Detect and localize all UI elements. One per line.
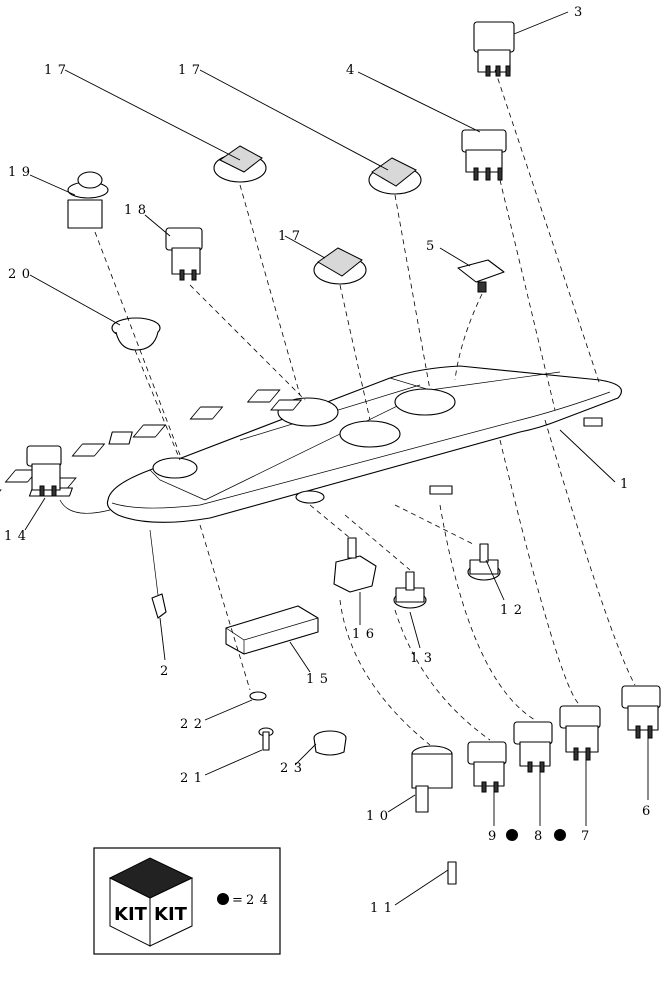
callout-5: 5 (426, 239, 434, 254)
callout-6: 6 (642, 804, 650, 819)
clip-2 (151, 593, 167, 619)
callout-21: 21 (180, 771, 202, 786)
callout-19: 19 (8, 165, 30, 180)
rocker-switch-8 (513, 721, 553, 773)
screw-21 (258, 727, 274, 751)
callout-15: 15 (306, 672, 328, 687)
callout-12: 12 (500, 603, 522, 618)
kit-dot-9 (506, 829, 518, 841)
callout-3: 3 (574, 5, 582, 20)
callout-1: 1 (620, 477, 628, 492)
callout-9: 9 (488, 829, 496, 844)
callout-4: 4 (346, 63, 354, 78)
kit-legend-equals: = (232, 893, 243, 908)
kit-dot-markers (506, 829, 566, 841)
kit-legend: KIT KIT = 24 (93, 847, 281, 955)
callout-16: 16 (352, 627, 374, 642)
leader-lines (24, 11, 649, 906)
kit-legend-dot (217, 893, 229, 905)
callout-22: 22 (180, 717, 202, 732)
rocker-switch-7 (559, 705, 601, 761)
kit-cube-icon: KIT KIT (108, 857, 194, 947)
callout-11: 11 (370, 901, 392, 916)
rocker-switch-3 (473, 21, 515, 77)
callout-17-left: 17 (44, 63, 66, 78)
grommet-23 (313, 730, 347, 756)
blanking-plug-20 (111, 317, 161, 351)
kit-label-left: KIT (114, 904, 148, 925)
rocker-switch-6 (621, 685, 661, 739)
rocker-switch-18 (165, 227, 203, 281)
potentiometer-13 (393, 571, 427, 609)
blanking-plate-5 (457, 259, 505, 293)
potentiometer-16 (333, 537, 377, 593)
knob-17-center (313, 247, 367, 285)
pin-11 (447, 861, 457, 885)
callout-18: 18 (124, 203, 146, 218)
kit-label-right: KIT (154, 904, 188, 925)
callout-14: 14 (4, 529, 26, 544)
callout-7: 7 (581, 829, 589, 844)
callout-2: 2 (160, 664, 168, 679)
callout-20: 20 (8, 267, 30, 282)
rocker-switch-9 (467, 741, 507, 793)
knob-17-right (368, 157, 422, 195)
rocker-switch-14 (26, 445, 62, 497)
led-module-15 (225, 605, 319, 655)
ignition-switch-10 (411, 745, 453, 813)
rocker-switch-4 (461, 129, 507, 181)
potentiometer-12 (467, 543, 501, 581)
callout-17-right: 17 (178, 63, 200, 78)
callout-8: 8 (534, 829, 542, 844)
callout-23: 23 (280, 761, 302, 776)
washer-22 (249, 691, 267, 701)
knob-17-left (213, 145, 267, 183)
callout-13: 13 (410, 651, 432, 666)
assembly-lines (59, 69, 636, 746)
console-panel (0, 365, 622, 523)
callout-10: 10 (366, 809, 388, 824)
push-button-19 (67, 171, 109, 229)
kit-dot-8 (554, 829, 566, 841)
callout-17-center: 17 (278, 229, 300, 244)
